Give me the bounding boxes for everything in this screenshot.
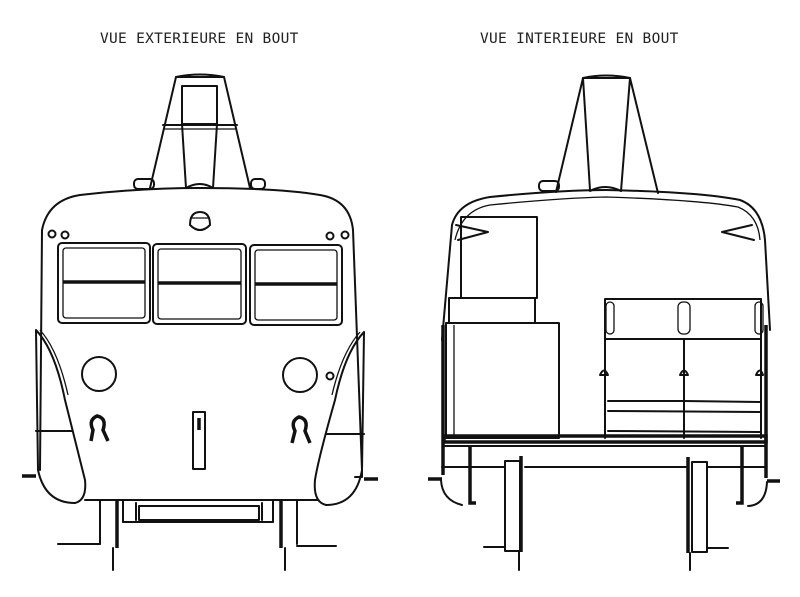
cabinet	[445, 216, 560, 439]
roof-tower	[555, 74, 659, 194]
bogie-underframe	[428, 447, 780, 571]
interior-view-title: VUE INTERIEURE EN BOUT	[480, 31, 679, 47]
bracket-right	[721, 224, 755, 241]
headlight-right	[282, 357, 318, 393]
coupler-slot	[192, 411, 206, 470]
roof-horn	[538, 180, 560, 192]
bogie-underframe	[57, 499, 337, 571]
body-outline	[39, 187, 363, 478]
floor	[442, 434, 768, 444]
headlight-left	[81, 356, 117, 392]
lamp-icon	[340, 230, 350, 240]
hook-right	[290, 415, 312, 444]
lamp-icon	[60, 230, 70, 240]
lamp-icon	[47, 229, 57, 239]
exterior-view-title: VUE EXTERIEURE EN BOUT	[100, 31, 299, 47]
exterior-view	[22, 73, 378, 571]
seat-handle	[679, 369, 689, 376]
interior-view	[428, 74, 780, 571]
seat-handle	[599, 369, 609, 376]
fender-right	[313, 331, 365, 506]
roof-tower	[149, 73, 251, 189]
body-outline	[441, 189, 771, 341]
seat-handle	[755, 369, 764, 376]
hook-left	[89, 414, 110, 442]
front-windows	[57, 242, 343, 326]
lamp-icon	[325, 231, 335, 241]
lamp-icon	[325, 371, 335, 381]
bracket-left	[455, 224, 489, 241]
fender-left	[35, 329, 87, 504]
seats	[599, 298, 764, 439]
roof-horn-right	[250, 178, 266, 190]
marker-light-top	[189, 211, 211, 231]
